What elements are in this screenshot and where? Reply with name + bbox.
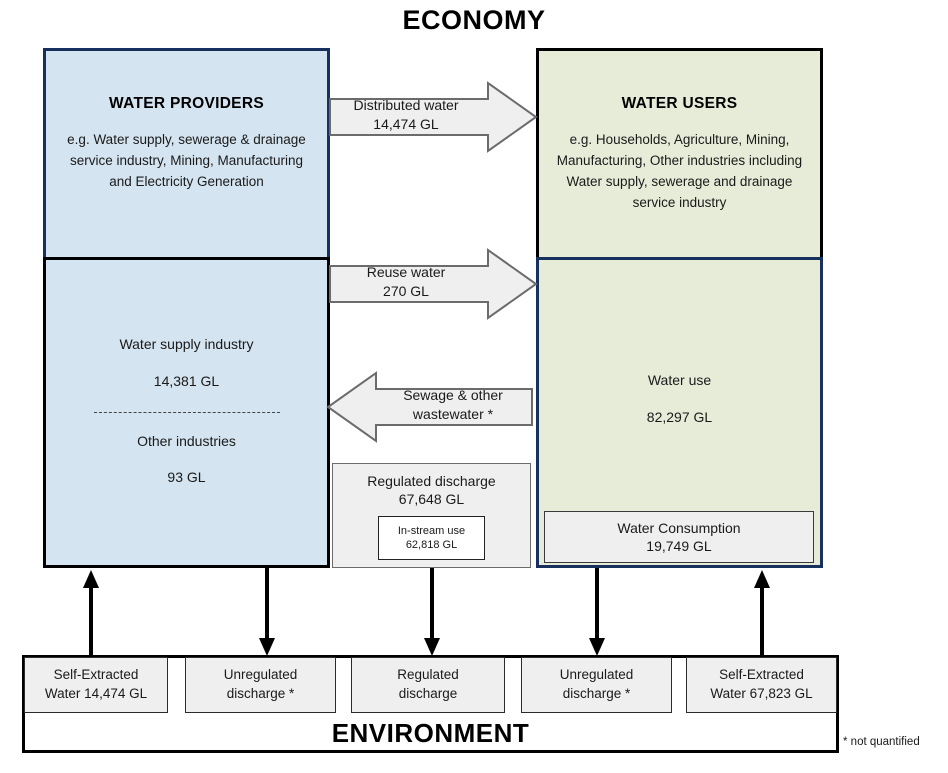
self-extracted-providers-arrow-up	[83, 570, 99, 658]
water-consumption-value: 19,749 GL	[646, 538, 712, 554]
env-cell-3-line1: Unregulated	[559, 667, 634, 683]
providers-row-1-value: 93 GL	[167, 469, 206, 486]
footnote-not-quantified: * not quantified	[843, 736, 920, 748]
regulated-discharge-label: Regulated discharge	[367, 473, 496, 489]
env-cell-0-line2: Water 14,474 GL	[44, 686, 148, 701]
env-cell-0-line1: Self-Extracted	[53, 667, 139, 683]
env-cell-2-line2: discharge	[398, 686, 458, 701]
in-stream-use-label: In-stream use	[397, 524, 466, 537]
water-providers-description: e.g. Water supply, sewerage & drainage s…	[67, 132, 306, 189]
environment-cell-self-extracted-users: Self-Extracted Water 67,823 GL	[686, 657, 837, 713]
regulated-discharge-value: 67,648 GL	[398, 491, 465, 508]
water-users-box: WATER USERS e.g. Households, Agriculture…	[536, 48, 823, 257]
env-cell-3-line2: discharge *	[562, 686, 631, 701]
unregulated-discharge-providers-arrow-down	[259, 568, 275, 656]
page-title: ECONOMY	[402, 5, 546, 35]
environment-cell-self-extracted-providers: Self-Extracted Water 14,474 GL	[24, 657, 168, 713]
env-cell-2-line1: Regulated	[397, 667, 459, 683]
dashed-divider	[93, 411, 280, 413]
env-cell-4-line2: Water 67,823 GL	[710, 686, 813, 701]
distributed-water-arrow	[329, 81, 538, 153]
env-cell-1-line1: Unregulated	[223, 667, 298, 683]
water-users-description: e.g. Households, Agriculture, Mining, Ma…	[556, 132, 803, 210]
water-consumption-label: Water Consumption	[617, 519, 741, 536]
water-providers-box: WATER PROVIDERS e.g. Water supply, sewer…	[43, 48, 330, 257]
unregulated-discharge-users-arrow-down	[589, 568, 605, 656]
water-users-heading: WATER USERS	[621, 95, 738, 112]
environment-title: ENVIRONMENT	[331, 717, 530, 748]
env-cell-1-line2: discharge *	[226, 686, 295, 701]
water-consumption-box: Water Consumption 19,749 GL	[544, 511, 814, 563]
users-row-0-value: 82,297 GL	[646, 408, 713, 425]
env-cell-4-line1: Self-Extracted	[719, 667, 804, 683]
in-stream-use-box: In-stream use 62,818 GL	[378, 516, 485, 561]
water-providers-heading: WATER PROVIDERS	[109, 95, 264, 112]
in-stream-use-value: 62,818 GL	[405, 539, 458, 552]
providers-row-0-label: Water supply industry	[119, 336, 254, 352]
providers-row-1-label: Other industries	[137, 432, 236, 449]
self-extracted-users-arrow-up	[754, 570, 770, 658]
sewage-wastewater-arrow	[326, 371, 533, 443]
regulated-discharge-arrow-down	[424, 568, 440, 656]
reuse-water-arrow	[329, 248, 538, 320]
environment-cell-unregulated-discharge-providers: Unregulated discharge *	[185, 657, 336, 713]
environment-cell-regulated-discharge: Regulated discharge	[351, 657, 505, 713]
environment-cell-unregulated-discharge-users: Unregulated discharge *	[521, 657, 672, 713]
users-row-0-label: Water use	[647, 372, 712, 388]
regulated-discharge-box: Regulated discharge 67,648 GL In-stream …	[332, 463, 531, 568]
providers-row-0-value: 14,381 GL	[153, 372, 220, 389]
water-providers-detail-box: Water supply industry 14,381 GL Other in…	[43, 257, 330, 568]
